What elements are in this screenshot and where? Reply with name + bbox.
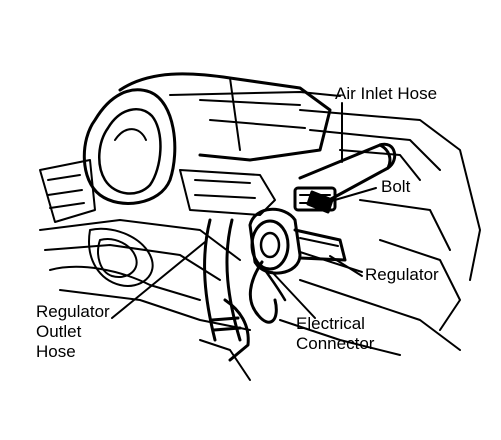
leader-regulator-2 [329, 255, 363, 277]
label-regulator-outlet-hose-line-1: Regulator [36, 302, 110, 321]
label-electrical-connector-line-2: Connector [296, 334, 375, 353]
leader-bolt [327, 187, 377, 203]
leader-lines [111, 102, 377, 319]
label-regulator: Regulator [365, 265, 439, 284]
label-bolt: Bolt [381, 177, 411, 196]
label-regulator-outlet-hose-line-3: Hose [36, 342, 76, 361]
label-regulator-outlet-hose: Regulator Outlet Hose [36, 302, 110, 362]
leader-regulator-1 [299, 251, 363, 273]
label-electrical-connector: Electrical Connector [296, 314, 374, 354]
bolt [306, 190, 334, 214]
engine-block [39, 109, 481, 381]
label-regulator-outlet-hose-line-2: Outlet [36, 322, 82, 341]
label-electrical-connector-line-1: Electrical [296, 314, 365, 333]
intake-duct [82, 72, 341, 205]
electrical-connector-cable [248, 260, 287, 324]
air-inlet-hose [298, 142, 397, 207]
regulator-outlet-hose [203, 218, 250, 362]
label-air-inlet-hose: Air Inlet Hose [335, 84, 438, 103]
leader-electrical-connector [271, 271, 316, 319]
leader-outlet-hose [111, 241, 206, 319]
